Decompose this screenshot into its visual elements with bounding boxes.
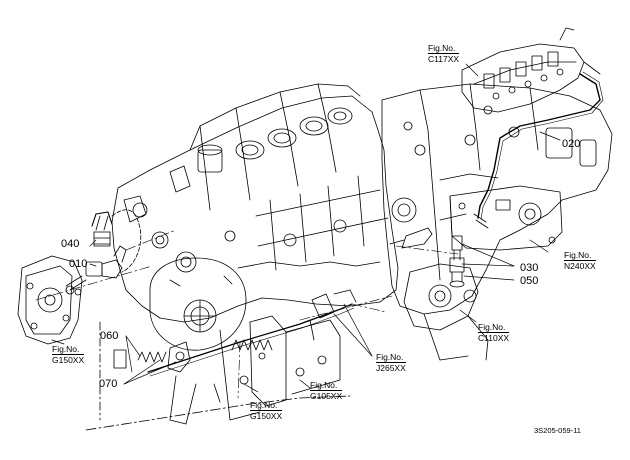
figure-ref-c117: Fig.No. C117XX: [428, 43, 460, 64]
figure-ref-g150-left: Fig.No. G150XX: [52, 344, 85, 365]
figure-ref-g150-left-code: G150XX: [52, 354, 85, 365]
figure-ref-g105: Fig.No. G105XX: [310, 380, 343, 401]
hose-040: [91, 209, 142, 273]
front-cover: [149, 257, 247, 351]
figure-ref-c110-prefix: Fig.No.: [478, 322, 506, 332]
figure-ref-c117-code: C117XX: [428, 53, 460, 64]
drawing-code: 3S205-059-11: [534, 426, 581, 435]
lower-frame: [85, 315, 351, 431]
bracket-plate: [449, 185, 563, 251]
figure-ref-j265-prefix: Fig.No.: [376, 352, 404, 362]
part-number-070: 070: [99, 378, 118, 390]
figure-ref-g150-bottom-code: G150XX: [250, 410, 283, 421]
center-lines: [35, 229, 459, 399]
figure-ref-g150-bottom-prefix: Fig.No.: [250, 400, 278, 410]
part-number-020: 020: [562, 138, 581, 150]
figure-ref-n240: Fig.No. N240XX: [564, 250, 596, 271]
figure-ref-c110: Fig.No. C110XX: [478, 322, 510, 343]
part-number-030: 030: [520, 262, 539, 274]
part-number-040: 040: [61, 238, 80, 250]
figure-ref-n240-code: N240XX: [564, 260, 596, 271]
sensor-010: [65, 245, 127, 296]
figure-ref-j265-code: J265XX: [376, 362, 406, 373]
figure-ref-j265: Fig.No. J265XX: [376, 352, 406, 373]
hydraulic-pipe-020: [473, 71, 604, 229]
figure-ref-g105-prefix: Fig.No.: [310, 380, 338, 390]
figure-ref-n240-prefix: Fig.No.: [564, 250, 592, 260]
engine-block: [111, 83, 399, 323]
figure-ref-g150-left-prefix: Fig.No.: [52, 344, 80, 354]
figure-ref-c117-prefix: Fig.No.: [428, 43, 456, 53]
fittings-030-050: [389, 227, 465, 288]
figure-ref-c110-code: C110XX: [478, 332, 510, 343]
part-number-050: 050: [520, 275, 539, 287]
valve-block: [461, 27, 601, 113]
transmission-housing: [381, 83, 613, 361]
part-number-010: 010: [69, 258, 88, 270]
flywheel-cover: [17, 255, 83, 345]
part-number-060: 060: [100, 330, 119, 342]
figure-ref-g150-bottom: Fig.No. G150XX: [250, 400, 283, 421]
figure-ref-g105-code: G105XX: [310, 390, 343, 401]
leader-lines: [51, 63, 561, 393]
